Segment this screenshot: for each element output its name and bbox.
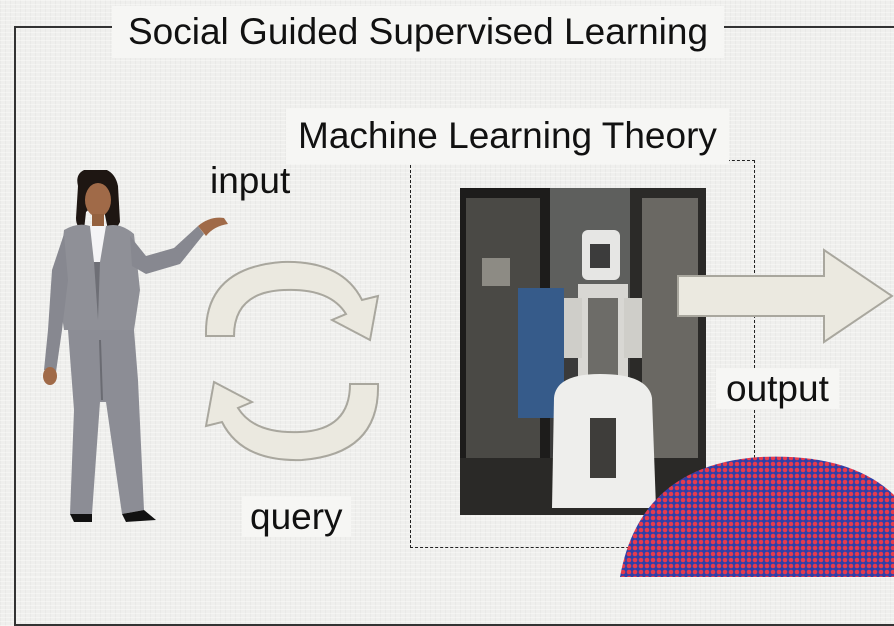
halftone-decoration: [620, 456, 894, 577]
query-label: query: [242, 496, 351, 537]
inner-box-title: Machine Learning Theory: [286, 108, 729, 164]
person-figure: [43, 170, 228, 522]
robot-image: [460, 188, 706, 515]
output-label: output: [716, 368, 839, 409]
right-arrow-icon: [677, 248, 894, 344]
input-label: input: [210, 160, 291, 201]
cycle-arrows-icon: [204, 260, 380, 462]
diagram-title: Social Guided Supervised Learning: [112, 6, 725, 58]
